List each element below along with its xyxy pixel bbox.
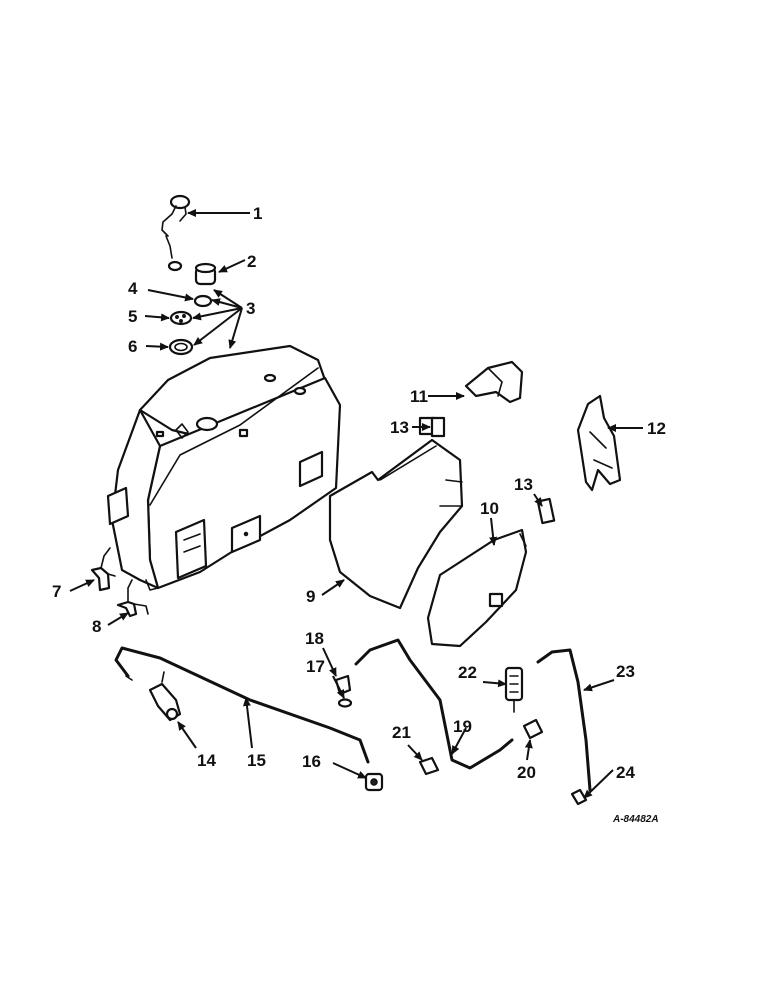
callout-17: 17 xyxy=(306,657,325,676)
callout-9: 9 xyxy=(306,587,315,606)
strap-8 xyxy=(116,579,149,618)
fitting-16 xyxy=(364,772,384,792)
callout-8: 8 xyxy=(92,617,101,636)
callout-22: 22 xyxy=(458,663,477,682)
callout-15: 15 xyxy=(247,751,266,770)
fuel-line-19 xyxy=(354,638,514,770)
callout-2: 2 xyxy=(247,252,256,271)
callout-12: 12 xyxy=(647,419,666,438)
fitting-20 xyxy=(522,718,544,740)
callout-24: 24 xyxy=(616,763,635,782)
bracket-11 xyxy=(464,360,524,404)
fitting-14 xyxy=(148,671,182,722)
callout-7: 7 xyxy=(52,582,61,601)
leader-lines xyxy=(69,209,643,799)
bracket-12 xyxy=(576,394,622,492)
washer-4 xyxy=(193,294,213,308)
filler-cap-assembly xyxy=(161,194,191,272)
callout-19: 19 xyxy=(453,717,472,736)
callout-13-a: 13 xyxy=(390,418,409,437)
clip-21 xyxy=(418,756,440,776)
reference-code: A-84482A xyxy=(612,814,659,825)
gasket-5 xyxy=(169,310,193,326)
callout-13-b: 13 xyxy=(514,475,533,494)
fuel-line-23 xyxy=(536,648,592,792)
shield-10 xyxy=(426,528,528,648)
ring-6 xyxy=(168,338,194,356)
callout-14: 14 xyxy=(197,751,216,770)
washer-17 xyxy=(337,698,353,708)
clip-24 xyxy=(570,788,588,806)
callout-6: 6 xyxy=(128,337,137,356)
clip-13-a xyxy=(430,416,446,438)
callout-5: 5 xyxy=(128,307,137,326)
callout-labels: 1 2 3 4 5 6 7 8 9 10 11 12 13 13 14 15 1… xyxy=(52,204,666,782)
callout-23: 23 xyxy=(616,662,635,681)
callout-3: 3 xyxy=(246,299,255,318)
callout-20: 20 xyxy=(517,763,536,782)
callout-11: 11 xyxy=(410,387,428,406)
tank-cap xyxy=(194,262,217,286)
valve-22 xyxy=(504,666,524,713)
strap-7 xyxy=(90,547,116,592)
callout-18: 18 xyxy=(305,629,324,648)
callout-1: 1 xyxy=(253,204,262,223)
callout-16: 16 xyxy=(302,752,321,771)
callout-21: 21 xyxy=(392,723,411,742)
callout-10: 10 xyxy=(480,499,499,518)
fuel-tank xyxy=(106,344,342,591)
callout-4: 4 xyxy=(128,279,138,298)
fuel-line-15 xyxy=(114,646,370,764)
